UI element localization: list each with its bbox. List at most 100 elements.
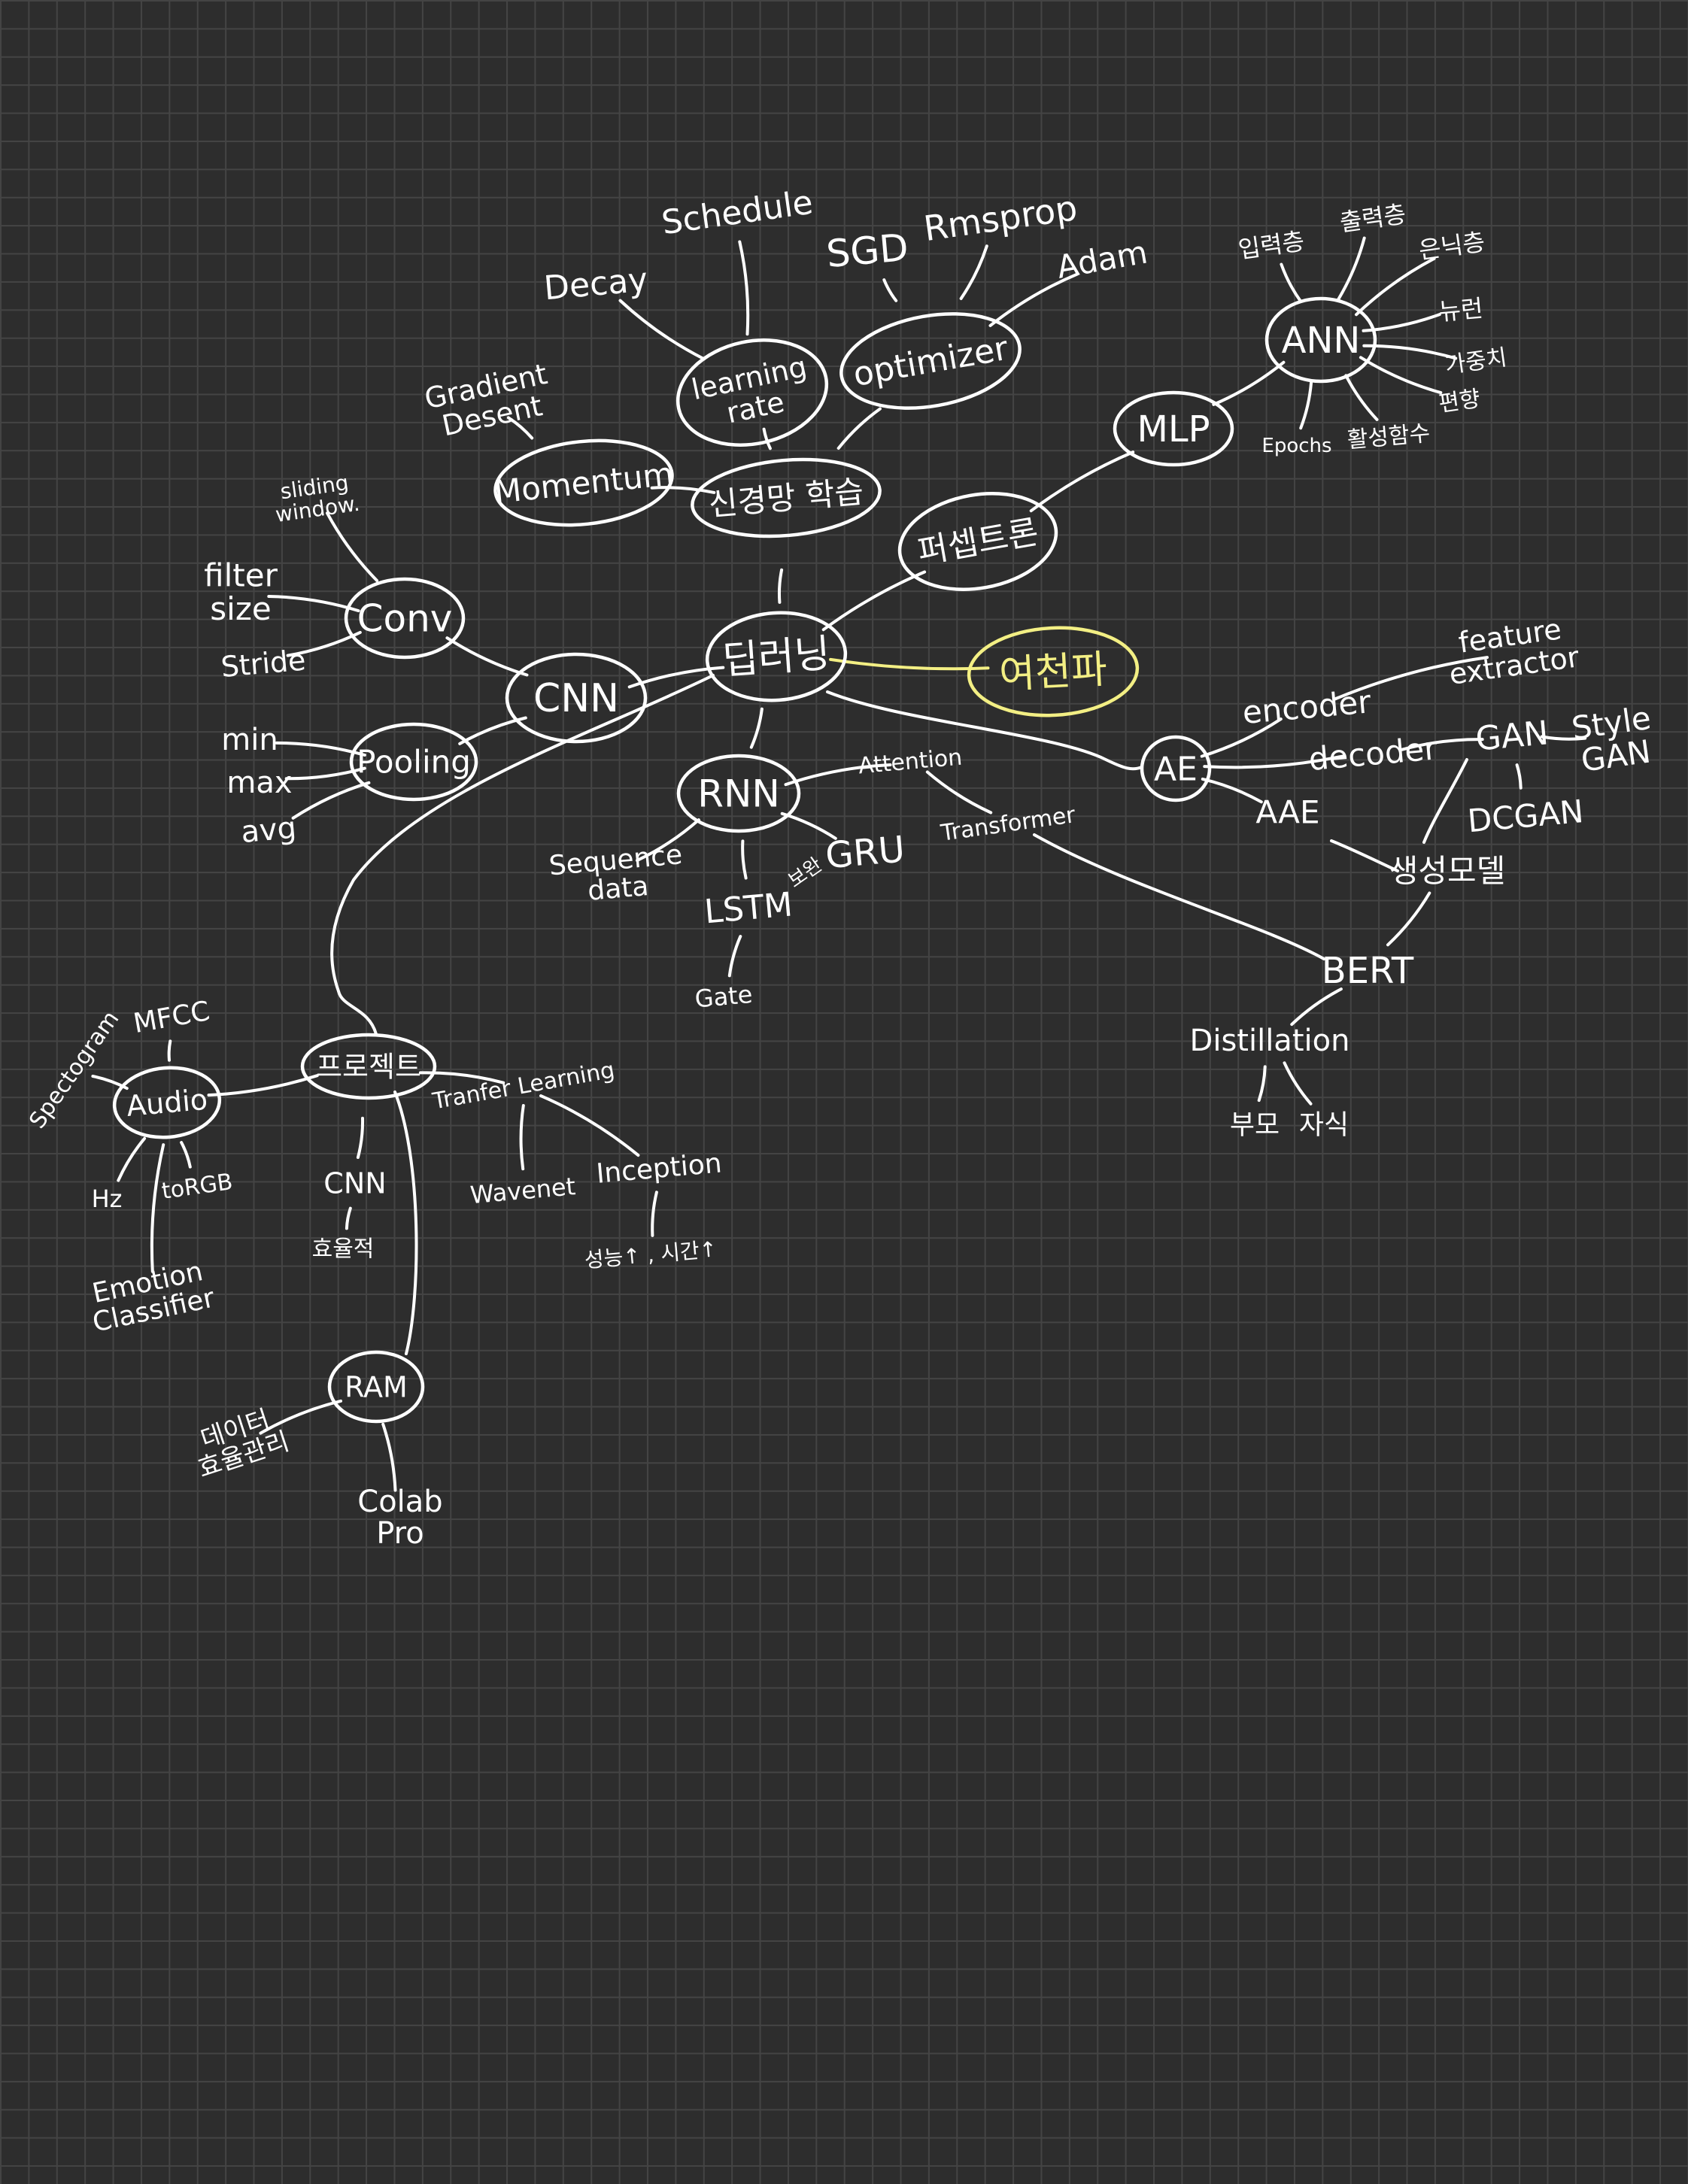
node-deep-learning-outline: [705, 611, 848, 702]
node-ae: AE: [1140, 735, 1212, 802]
edge-distillation-to-child: [1283, 1061, 1313, 1106]
node-ann-label: ANN: [1282, 320, 1361, 362]
node-bert: BERT: [1322, 950, 1414, 992]
edge-pooling-to-min: [275, 741, 366, 757]
node-pooling: Pooling: [349, 722, 478, 802]
node-performance: 성능↑ , 시간↑: [584, 1236, 718, 1272]
edge-project-cnn-to-efficient: [345, 1206, 352, 1230]
node-parent-label: 부모: [1230, 1110, 1280, 1141]
node-hidden-layer: 은닉층: [1417, 227, 1487, 265]
node-activation-label: 활성함수: [1346, 420, 1431, 453]
edge-attention-to-transformer: [925, 770, 993, 814]
node-decoder: decoder: [1307, 730, 1439, 778]
edge-aae-to-generative-model: [1330, 839, 1399, 872]
edge-ann-to-bias: [1359, 356, 1443, 395]
node-conv: Conv: [344, 577, 466, 660]
node-audio: Audio: [112, 1066, 222, 1139]
node-rmsprop: Rmsprop: [921, 187, 1080, 249]
node-cnn-label: CNN: [533, 676, 619, 721]
edge-audio-to-spectogram: [91, 1075, 129, 1090]
node-perceptron-label: 퍼셉트론: [915, 513, 1041, 572]
node-mlp-label: MLP: [1137, 408, 1210, 450]
node-gradient-descent-label: GradientDesent: [421, 357, 556, 445]
node-max-label: max: [226, 766, 292, 800]
node-attention-label: Attention: [858, 745, 964, 780]
node-rnn: RNN: [676, 754, 801, 833]
node-lstm: LSTM: [703, 885, 794, 931]
node-momentum-label: Momentum: [492, 455, 675, 511]
edge-gan-to-dcgan: [1515, 763, 1523, 790]
node-epochs: Epochs: [1261, 435, 1331, 457]
edge-project-to-ram: [393, 1090, 418, 1355]
node-efficient-label: 효율적: [312, 1236, 375, 1263]
node-distillation: Distillation: [1190, 1024, 1350, 1058]
node-aae: AAE: [1255, 794, 1319, 831]
node-audio-outline: [112, 1066, 222, 1139]
node-ae-label: AE: [1154, 750, 1198, 788]
edge-optimizer-to-sgd: [882, 278, 898, 302]
node-bias: 편향: [1437, 386, 1482, 417]
edge-project-to-transfer-learning: [418, 1071, 505, 1084]
edge-ann-to-epochs: [1299, 381, 1313, 430]
node-gradient-descent: GradientDesent: [421, 357, 556, 445]
node-attention: Attention: [858, 745, 964, 780]
edge-optimizer-to-adam: [988, 272, 1079, 327]
node-sgd-label: SGD: [824, 226, 910, 276]
node-stride-label: Stride: [220, 643, 307, 684]
node-learning-rate-label: learningrate: [689, 350, 816, 435]
edge-learning-rate-to-decay: [618, 299, 706, 361]
node-transformer: Transformer: [939, 802, 1078, 847]
node-gate-label: Gate: [694, 980, 754, 1014]
node-ram-label: RAM: [345, 1370, 408, 1403]
node-momentum-outline: [493, 438, 674, 527]
node-ann: ANN: [1264, 296, 1377, 384]
edge-gan-to-style-gan: [1540, 735, 1587, 741]
node-data-efficiency: 데이터효율관리: [194, 1404, 293, 1484]
edge-project-to-project-cnn: [356, 1116, 365, 1159]
node-hidden-layer-label: 은닉층: [1417, 227, 1487, 265]
node-torgb: toRGB: [160, 1169, 235, 1205]
node-bert-label: BERT: [1322, 950, 1414, 992]
node-input-layer-label: 입력층: [1237, 226, 1307, 264]
node-feature-extractor-label: featureextractor: [1443, 611, 1581, 691]
edge-lstm-to-gate: [727, 935, 742, 978]
node-child: 자식: [1299, 1110, 1349, 1141]
edge-ann-to-activation: [1344, 374, 1379, 421]
node-cnn: CNN: [505, 652, 648, 744]
edge-audio-to-emotion-classifier: [150, 1143, 165, 1273]
edge-conv-to-sliding-window: [326, 511, 379, 582]
edge-bert-to-distillation: [1290, 987, 1343, 1027]
edges-layer: [91, 236, 1587, 1492]
node-output-layer: 출력층: [1338, 199, 1408, 237]
node-epochs-label: Epochs: [1261, 435, 1331, 457]
node-spectogram-label: Spectogram: [24, 1006, 124, 1133]
node-emotion-classifier-label: EmotionClassifier: [84, 1254, 217, 1338]
edge-ae-to-aae: [1201, 777, 1263, 804]
edge-optimizer-to-rmsprop: [959, 244, 988, 300]
node-yeocheonpa-label: 여천파: [998, 647, 1108, 697]
node-wavenet-label: Wavenet: [469, 1172, 576, 1209]
edge-ram-to-colab-pro: [381, 1422, 397, 1492]
node-deep-learning: 딥러닝: [705, 611, 848, 702]
node-avg: avg: [239, 811, 297, 850]
node-style-gan-label: StyleGAN: [1569, 699, 1657, 780]
node-ram-outline: [327, 1350, 425, 1424]
edge-deep-learning-to-perceptron: [821, 570, 927, 632]
node-project-label: 프로젝트: [316, 1050, 421, 1083]
node-aae-label: AAE: [1255, 794, 1319, 831]
node-hz-label: Hz: [92, 1185, 123, 1213]
edge-deep-learning-to-rnn: [749, 707, 764, 749]
edge-ae-to-decoder: [1203, 754, 1346, 769]
node-output-layer-label: 출력층: [1338, 199, 1408, 237]
node-generative-model-label: 생성모델: [1389, 853, 1506, 890]
node-deep-learning-label: 딥러닝: [721, 631, 831, 684]
edge-rnn-to-lstm: [741, 839, 748, 880]
node-sequence-data: Sequencedata: [548, 839, 683, 907]
node-neural-training: 신경망 학습: [691, 457, 882, 538]
node-wavenet: Wavenet: [469, 1172, 576, 1209]
node-performance-label: 성능↑ , 시간↑: [584, 1236, 718, 1272]
node-project-outline: [300, 1033, 437, 1100]
node-neuron: 뉴런: [1438, 294, 1484, 326]
